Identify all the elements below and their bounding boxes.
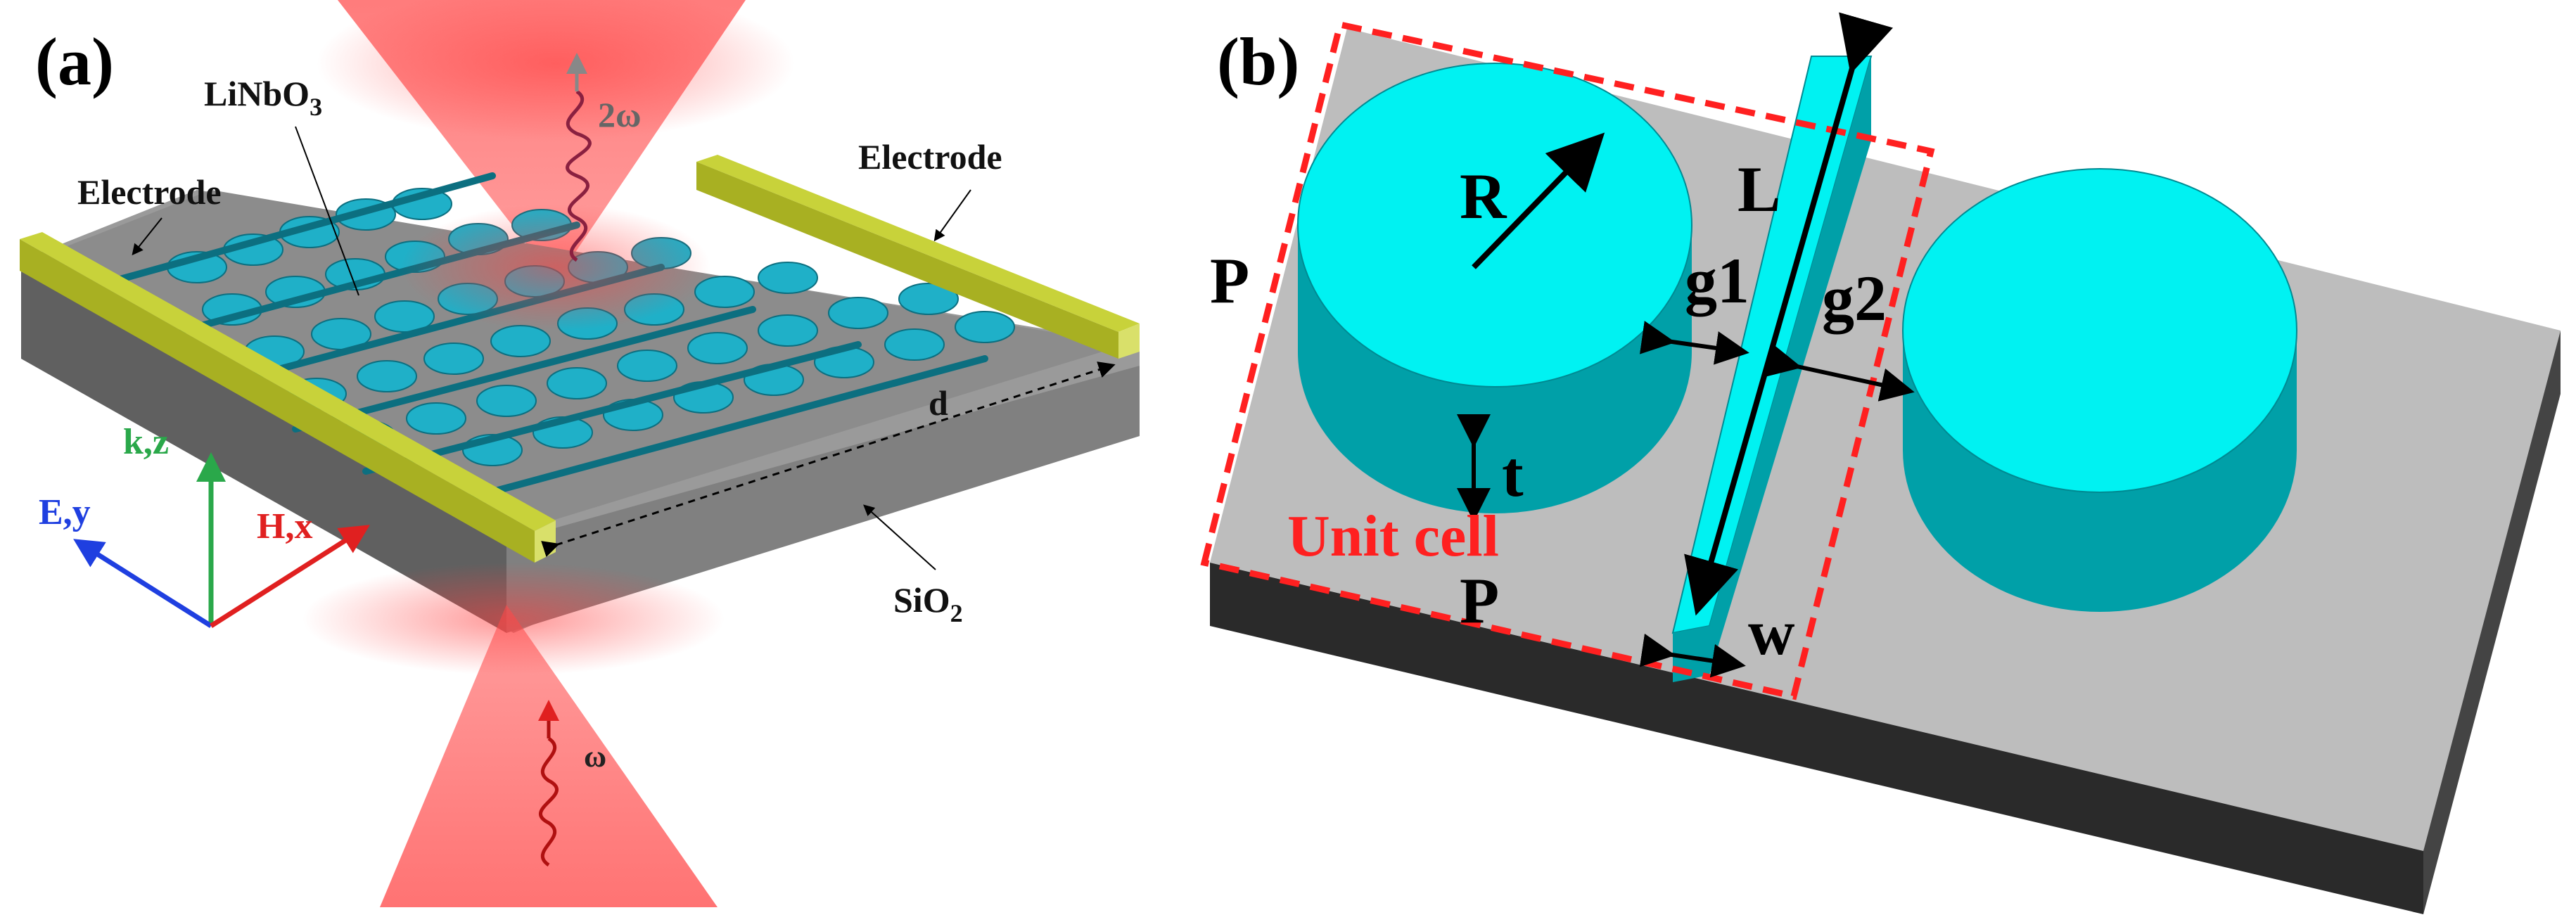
disk-right — [1902, 168, 2297, 612]
thickness-label: t — [1502, 438, 1524, 510]
axis-h-label: H,x — [257, 506, 312, 546]
disk-left — [1297, 63, 1692, 513]
unit-cell-border — [1200, 20, 1935, 700]
width-arrow — [1639, 633, 1746, 678]
panel-b: R L P g1 g2 t w Unit cell P (b) — [1200, 12, 2561, 914]
radius-label: R — [1460, 160, 1507, 232]
axis-k-label: k,z — [123, 422, 169, 462]
period-side-label: P — [1210, 245, 1249, 316]
gap2-arrow — [1765, 343, 1915, 402]
electrode-right — [696, 155, 1140, 359]
axis-e-label: E,y — [39, 492, 91, 532]
panel-a: d 2ω ω (a) LiNbO3 Electrode Electrode Si… — [20, 0, 1140, 907]
width-label: w — [1748, 596, 1794, 668]
beam-focus-glow — [401, 204, 710, 331]
substrate-left-face — [21, 264, 506, 633]
electrode-right-pointer — [933, 189, 971, 242]
period-bottom-label: P — [1460, 565, 1499, 636]
unit-cell-label: Unit cell — [1287, 504, 1499, 569]
pump-beam-bottom — [380, 605, 718, 907]
substrate-b-side — [2423, 331, 2561, 914]
electrode-left-pointer — [132, 217, 162, 256]
output-freq-label: 2ω — [598, 95, 642, 134]
gap-d-label: d — [929, 383, 948, 423]
substrate-pointer — [863, 504, 936, 570]
material-pointer — [295, 126, 359, 296]
panel-a-label: (a) — [35, 24, 114, 99]
gap1-label: g1 — [1685, 245, 1749, 316]
gap1-arrow — [1639, 321, 1749, 365]
substrate-label: SiO2 — [893, 580, 963, 627]
electrode-left-label: Electrode — [77, 172, 222, 212]
coordinate-axes: k,z E,y H,x — [39, 422, 370, 628]
input-wave: ω — [538, 700, 606, 867]
input-freq-label: ω — [584, 739, 606, 774]
length-arrow — [1684, 12, 1894, 616]
beam-glow-bottom — [302, 563, 725, 675]
material-label: LiNbO3 — [204, 74, 322, 121]
length-label: L — [1737, 153, 1780, 225]
panel-b-label: (b) — [1217, 24, 1299, 99]
electrode-right-label: Electrode — [858, 137, 1002, 177]
output-wave: 2ω — [566, 53, 642, 262]
gap-d-indicator — [541, 361, 1116, 557]
gap2-label: g2 — [1822, 262, 1887, 334]
beam-glow-top — [317, 0, 795, 141]
substrate-b-front — [1210, 563, 2423, 914]
radius-arrow — [1472, 132, 1605, 269]
